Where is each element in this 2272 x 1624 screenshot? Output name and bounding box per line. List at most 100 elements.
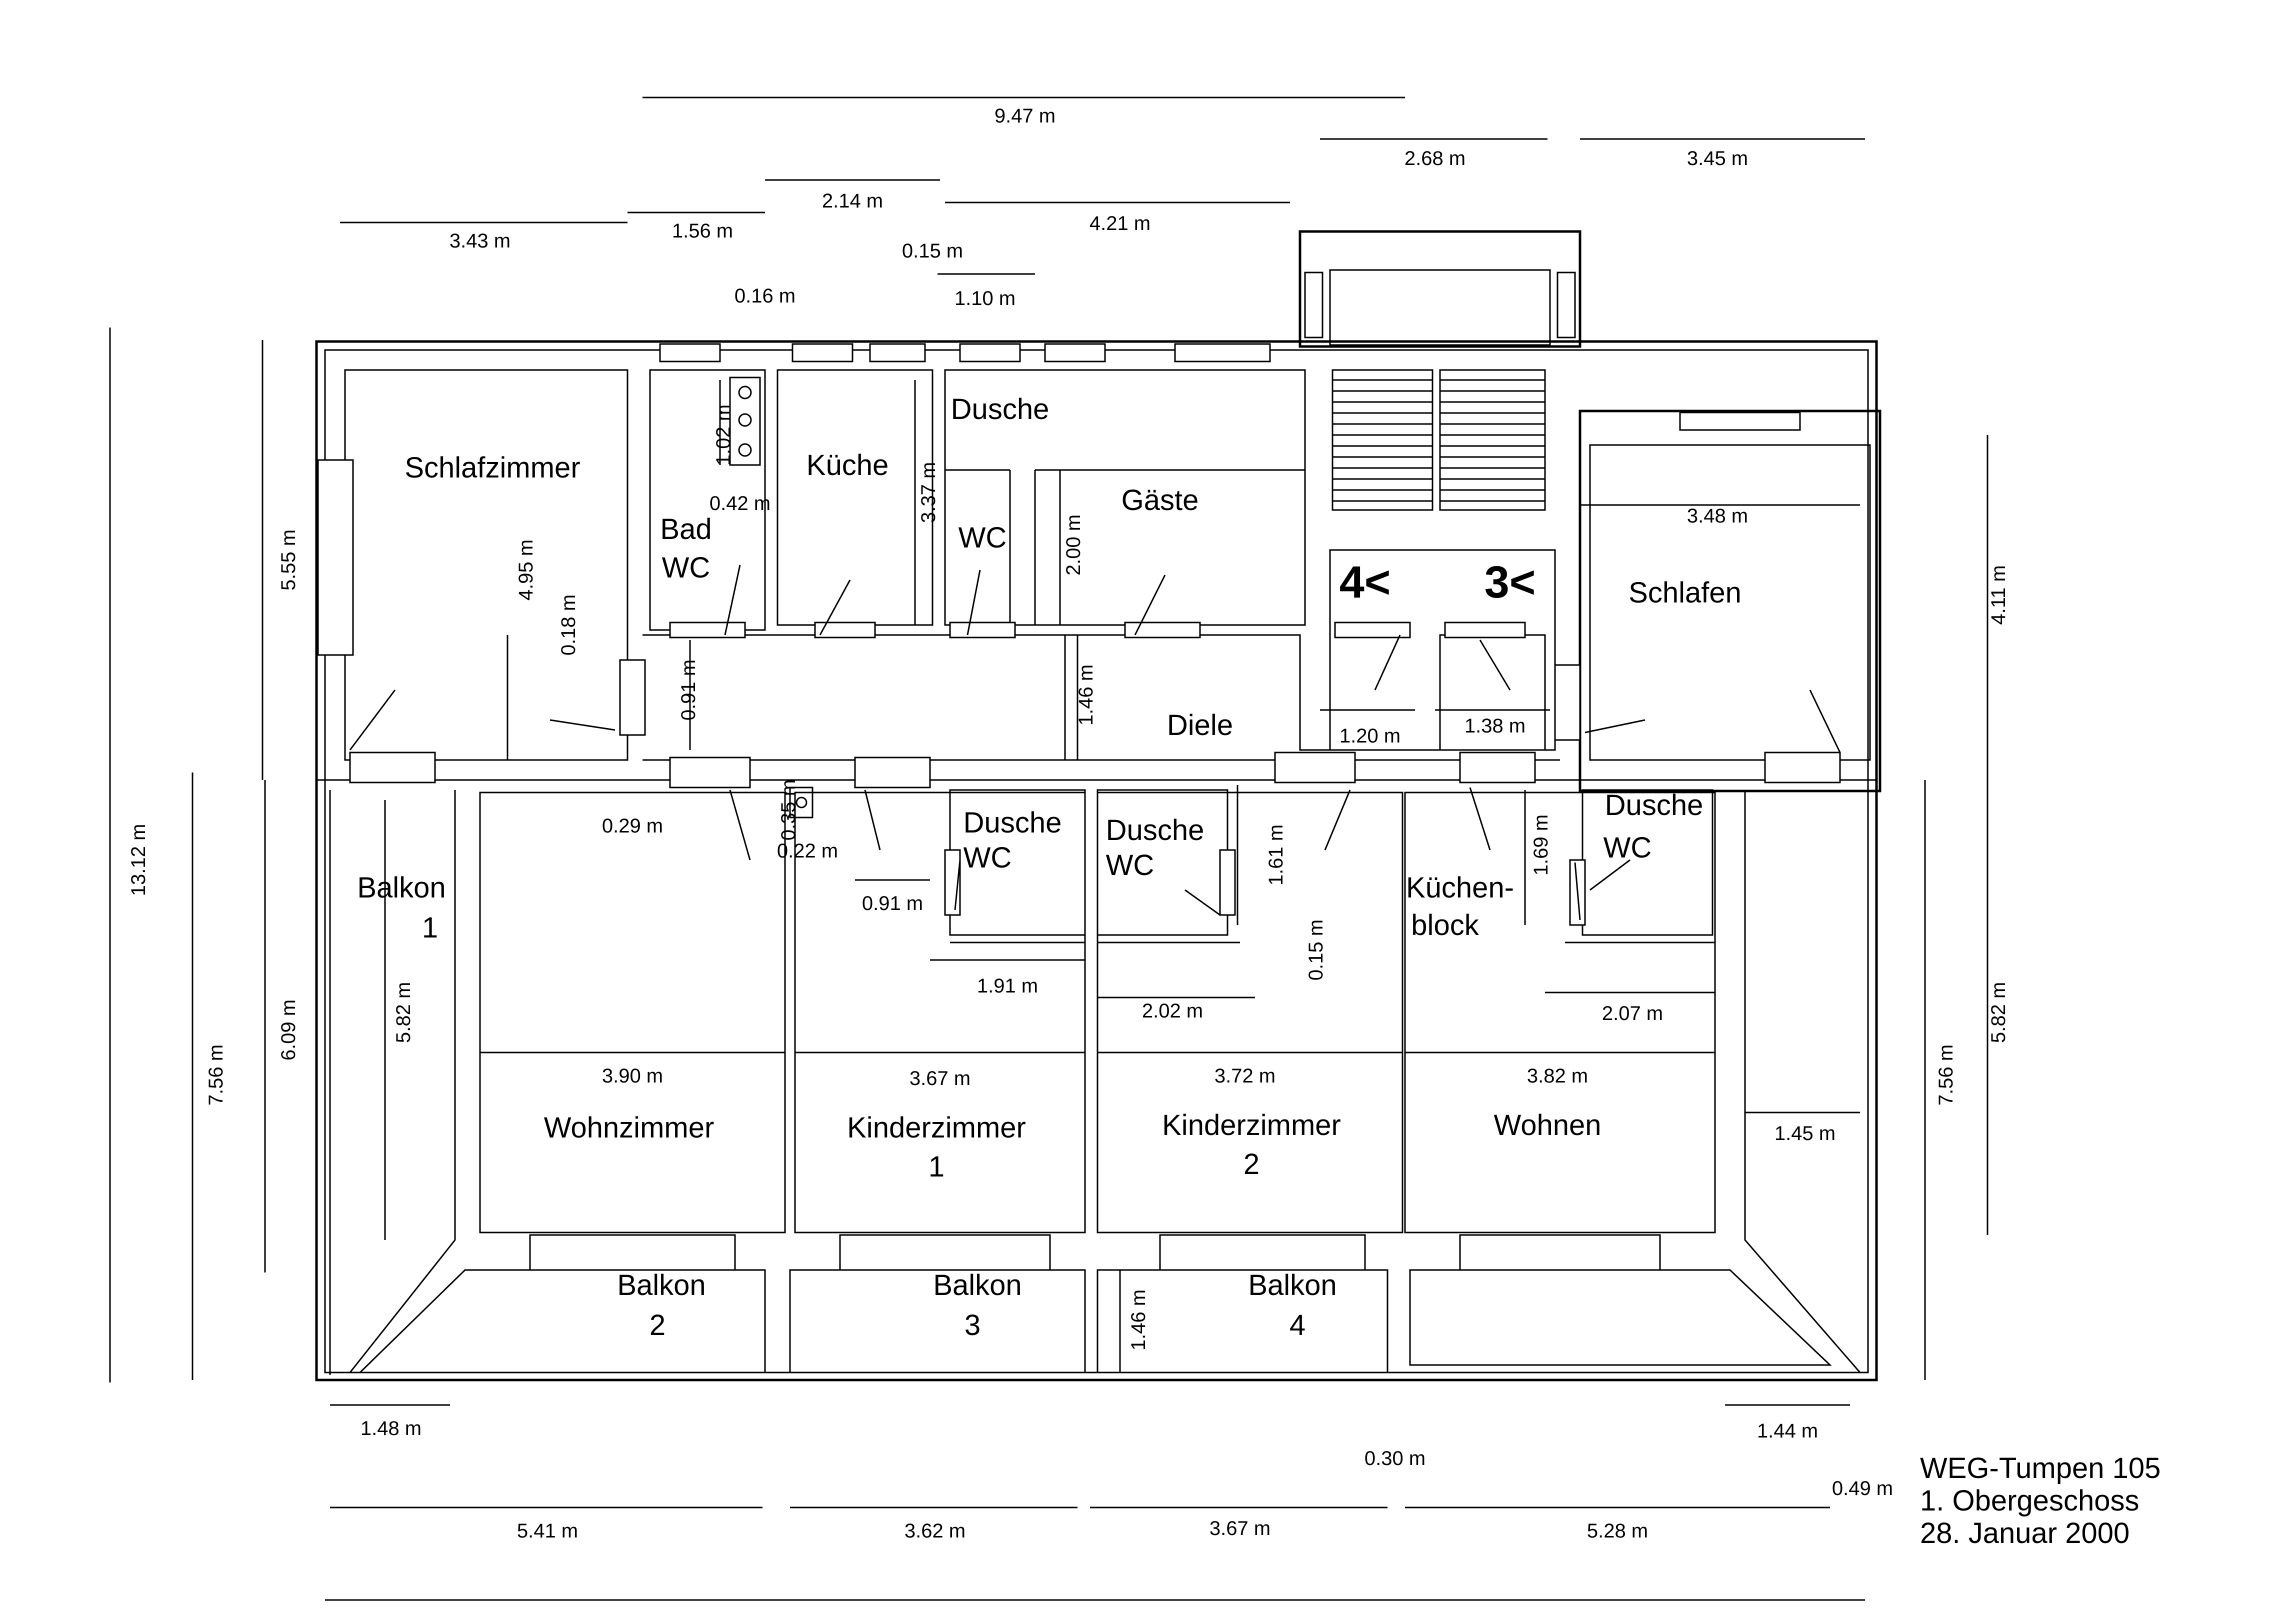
door-leaf — [349, 690, 396, 750]
room-label-kinderzimmer-2: Kinderzimmer — [1162, 1109, 1341, 1142]
room-label-wohnen: Wohnen — [1494, 1109, 1602, 1142]
room-label-dusche-wc-2-wc: WC — [1106, 849, 1154, 882]
room-label-balkon-3-number: 3 — [964, 1309, 980, 1342]
dim-label: 1.20 m — [1340, 725, 1400, 747]
dim-label: 1.10 m — [954, 288, 1016, 310]
dim-label: 1.48 m — [360, 1418, 422, 1440]
dim-label: 0.15 m — [1305, 920, 1327, 980]
room-label-bad-wc: WC — [662, 552, 710, 584]
dim-label: 3.67 m — [1210, 1518, 1270, 1540]
dim-label: 0.35 m — [778, 780, 800, 840]
door-leaf — [1374, 634, 1401, 690]
dim-label: 1.02 m — [712, 404, 734, 466]
room-label-kuechenblock-2: block — [1411, 909, 1479, 942]
door-leaf — [1574, 862, 1581, 920]
dim-label: 3.48 m — [1687, 505, 1748, 527]
door-leaf — [1324, 790, 1351, 850]
dim-label: 1.46 m — [1128, 1290, 1150, 1350]
dim-label: 1.46 m — [1075, 664, 1097, 726]
dim-label: 3.67 m — [910, 1068, 970, 1090]
door-leaf — [550, 719, 616, 731]
dim-label: 1.44 m — [1757, 1420, 1818, 1442]
dim-label: 4.21 m — [1090, 212, 1150, 234]
dim-label: 6.09 m — [278, 1000, 300, 1060]
room-label-kueche: Küche — [806, 449, 888, 482]
room-label-dusche-wc-1-wc: WC — [964, 842, 1012, 874]
room-label-balkon-1-number: 1 — [422, 912, 438, 944]
dim-label: 1.38 m — [1464, 715, 1526, 737]
room-label-balkon-1: Balkon — [357, 872, 446, 904]
dim-label: 0.29 m — [602, 815, 663, 837]
door-leaf — [1590, 859, 1630, 891]
windows — [317, 272, 1841, 1271]
dim-label: 2.68 m — [1404, 148, 1466, 170]
room-label-balkon-4-number: 4 — [1290, 1309, 1306, 1342]
dim-label: 4.11 m — [1988, 565, 2010, 624]
dim-label: 5.55 m — [278, 530, 300, 590]
door-leaf — [729, 790, 751, 860]
door-leaf — [1134, 574, 1166, 636]
stair-marker-4: 4< — [1340, 558, 1391, 608]
dim-label: 3.43 m — [450, 230, 510, 252]
dim-label: 1.56 m — [672, 220, 733, 242]
dim-label: 0.30 m — [1364, 1448, 1426, 1470]
dim-label: 5.41 m — [517, 1520, 578, 1542]
dim-label: 2.02 m — [1142, 1000, 1203, 1022]
staircase — [1332, 369, 1546, 511]
door-leaf — [1479, 640, 1511, 690]
room-label-gaeste: Gäste — [1122, 484, 1199, 516]
dim-label: 3.72 m — [1214, 1065, 1276, 1087]
dim-label: 3.90 m — [602, 1065, 663, 1087]
room-label-kinderzimmer-2-number: 2 — [1244, 1148, 1260, 1180]
plan-caption: WEG-Tumpen 105 1. Obergeschoss 28. Janua… — [1920, 1452, 2160, 1550]
dim-label: 3.45 m — [1687, 148, 1748, 170]
caption-date: 28. Januar 2000 — [1920, 1516, 2130, 1550]
room-label-bad: Bad — [660, 513, 712, 546]
room-label-balkon-2: Balkon — [617, 1269, 706, 1302]
door-leaf — [864, 790, 881, 850]
dim-label: 5.82 m — [1988, 982, 2010, 1043]
room-label-schlafzimmer: Schlafzimmer — [404, 452, 580, 484]
caption-floor: 1. Obergeschoss — [1920, 1484, 2140, 1517]
dim-label: 5.82 m — [392, 982, 414, 1043]
room-label-kinderzimmer-1-number: 1 — [928, 1150, 944, 1183]
dim-label: 0.91 m — [678, 660, 700, 720]
room-label-balkon-3: Balkon — [933, 1269, 1022, 1302]
dim-label: 7.56 m — [205, 1044, 227, 1106]
room-label-balkon-4: Balkon — [1248, 1269, 1336, 1302]
dim-label: 1.45 m — [1774, 1122, 1836, 1144]
room-label-dusche-wc-3: Dusche — [1605, 789, 1704, 822]
dim-label: 0.91 m — [862, 892, 923, 914]
dim-label: 7.56 m — [1935, 1044, 1957, 1106]
door-leaf — [1809, 690, 1841, 753]
dim-label: 3.62 m — [904, 1520, 966, 1542]
stair-marker-3: 3< — [1484, 558, 1536, 608]
dim-label: 1.69 m — [1530, 814, 1552, 876]
dim-label: 1.61 m — [1265, 824, 1287, 886]
dim-label: 2.07 m — [1602, 1002, 1663, 1024]
dim-label: 9.47 m — [994, 105, 1056, 127]
dim-label: 2.14 m — [822, 190, 883, 212]
dim-label: 5.28 m — [1587, 1520, 1648, 1542]
door-leaf — [966, 570, 981, 636]
room-label-dusche-wc-2: Dusche — [1106, 814, 1204, 846]
dimension-lines — [109, 96, 1988, 1601]
dim-label: 4.95 m — [515, 540, 537, 600]
dim-label: 0.16 m — [734, 285, 796, 307]
room-label-kuechenblock: Küchen- — [1406, 872, 1514, 904]
dim-label: 3.82 m — [1527, 1065, 1588, 1087]
dim-label: 0.42 m — [710, 492, 770, 514]
dim-label: 0.18 m — [558, 594, 580, 656]
dim-label: 13.12 m — [128, 824, 150, 896]
room-label-dusche-wc-3-wc: WC — [1604, 832, 1652, 864]
room-label-dusche: Dusche — [951, 393, 1050, 426]
door-leaf — [954, 860, 961, 910]
caption-project: WEG-Tumpen 105 — [1920, 1452, 2161, 1484]
dim-label: 1.91 m — [977, 975, 1038, 997]
dim-label: 2.00 m — [1062, 514, 1084, 576]
door-leaf — [724, 564, 741, 636]
dimension-labels: 9.47 m 2.68 m 3.45 m 2.14 m 3.43 m 1.56 … — [128, 105, 2010, 1542]
room-label-balkon-2-number: 2 — [650, 1309, 666, 1342]
door-leaf — [1469, 787, 1491, 850]
